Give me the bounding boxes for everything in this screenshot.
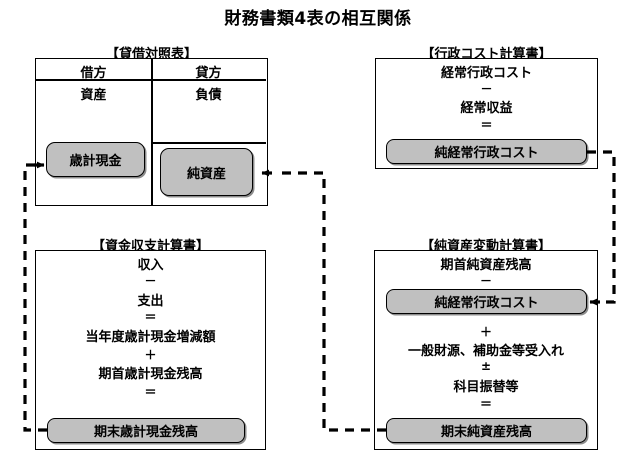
admin-cost-item-2: 経常収益 <box>460 101 513 116</box>
balance-sheet-cell-assets: 資産 <box>80 88 107 103</box>
balance-sheet-credit-divider <box>151 142 266 144</box>
net-asset-op-2: ± <box>480 359 492 373</box>
box-saikei-genkin[interactable]: 歳計現金 <box>46 142 145 177</box>
admin-cost-op-2: ＝ <box>480 118 493 132</box>
net-asset-op-1: ＋ <box>479 325 492 339</box>
box-junshisan[interactable]: 純資産 <box>160 148 253 196</box>
box-kimatsu-junshisan-zandaka[interactable]: 期末純資産残高 <box>386 418 587 443</box>
cash-flow-op-2: ＝ <box>144 310 157 324</box>
net-asset-op-3: ＝ <box>479 397 492 411</box>
cash-flow-item-4: 期首歳計現金残高 <box>98 367 203 382</box>
box-jun-keijo-gyosei-cost-bottom[interactable]: 純経常行政コスト <box>386 289 587 314</box>
cash-flow-item-2: 支出 <box>137 294 164 309</box>
net-asset-item-2: 科目振替等 <box>453 380 519 395</box>
net-asset-head: 期首純資産残高 <box>440 258 532 273</box>
box-kimatsu-saikei-genkin-zandaka[interactable]: 期末歳計現金残高 <box>47 418 245 443</box>
balance-sheet-header-credit: 貸方 <box>195 66 222 81</box>
balance-sheet-cell-liabilities: 負債 <box>195 88 222 103</box>
net-asset-item-1: 一般財源、補助金等受入れ <box>407 344 564 359</box>
admin-cost-item-1: 経常行政コスト <box>440 66 532 81</box>
cash-flow-op-4: ＝ <box>144 385 157 399</box>
cash-flow-item-1: 収入 <box>137 258 164 273</box>
balance-sheet-column-divider <box>151 59 153 205</box>
balance-sheet-header-rule <box>36 79 266 81</box>
panel-cash-flow: 収入 － 支出 ＝ 当年度歳計現金増減額 ＋ 期首歳計現金残高 ＝ <box>35 250 266 450</box>
cash-flow-item-3: 当年度歳計現金増減額 <box>85 330 216 345</box>
net-asset-head-op: － <box>479 274 492 288</box>
admin-cost-op-1: － <box>480 82 493 96</box>
box-jun-keijo-gyosei-cost-top[interactable]: 純経常行政コスト <box>386 139 587 164</box>
page-title: 財務書類4表の相互関係 <box>224 9 412 29</box>
panel-net-asset-change: 期首純資産残高 － ＋ 一般財源、補助金等受入れ ± 科目振替等 ＝ <box>374 250 598 450</box>
balance-sheet-header-debit: 借方 <box>80 66 107 81</box>
connector-net-asset-to-balance-sheet <box>261 169 386 432</box>
cash-flow-op-1: － <box>144 274 157 288</box>
cash-flow-op-3: ＋ <box>144 348 157 362</box>
